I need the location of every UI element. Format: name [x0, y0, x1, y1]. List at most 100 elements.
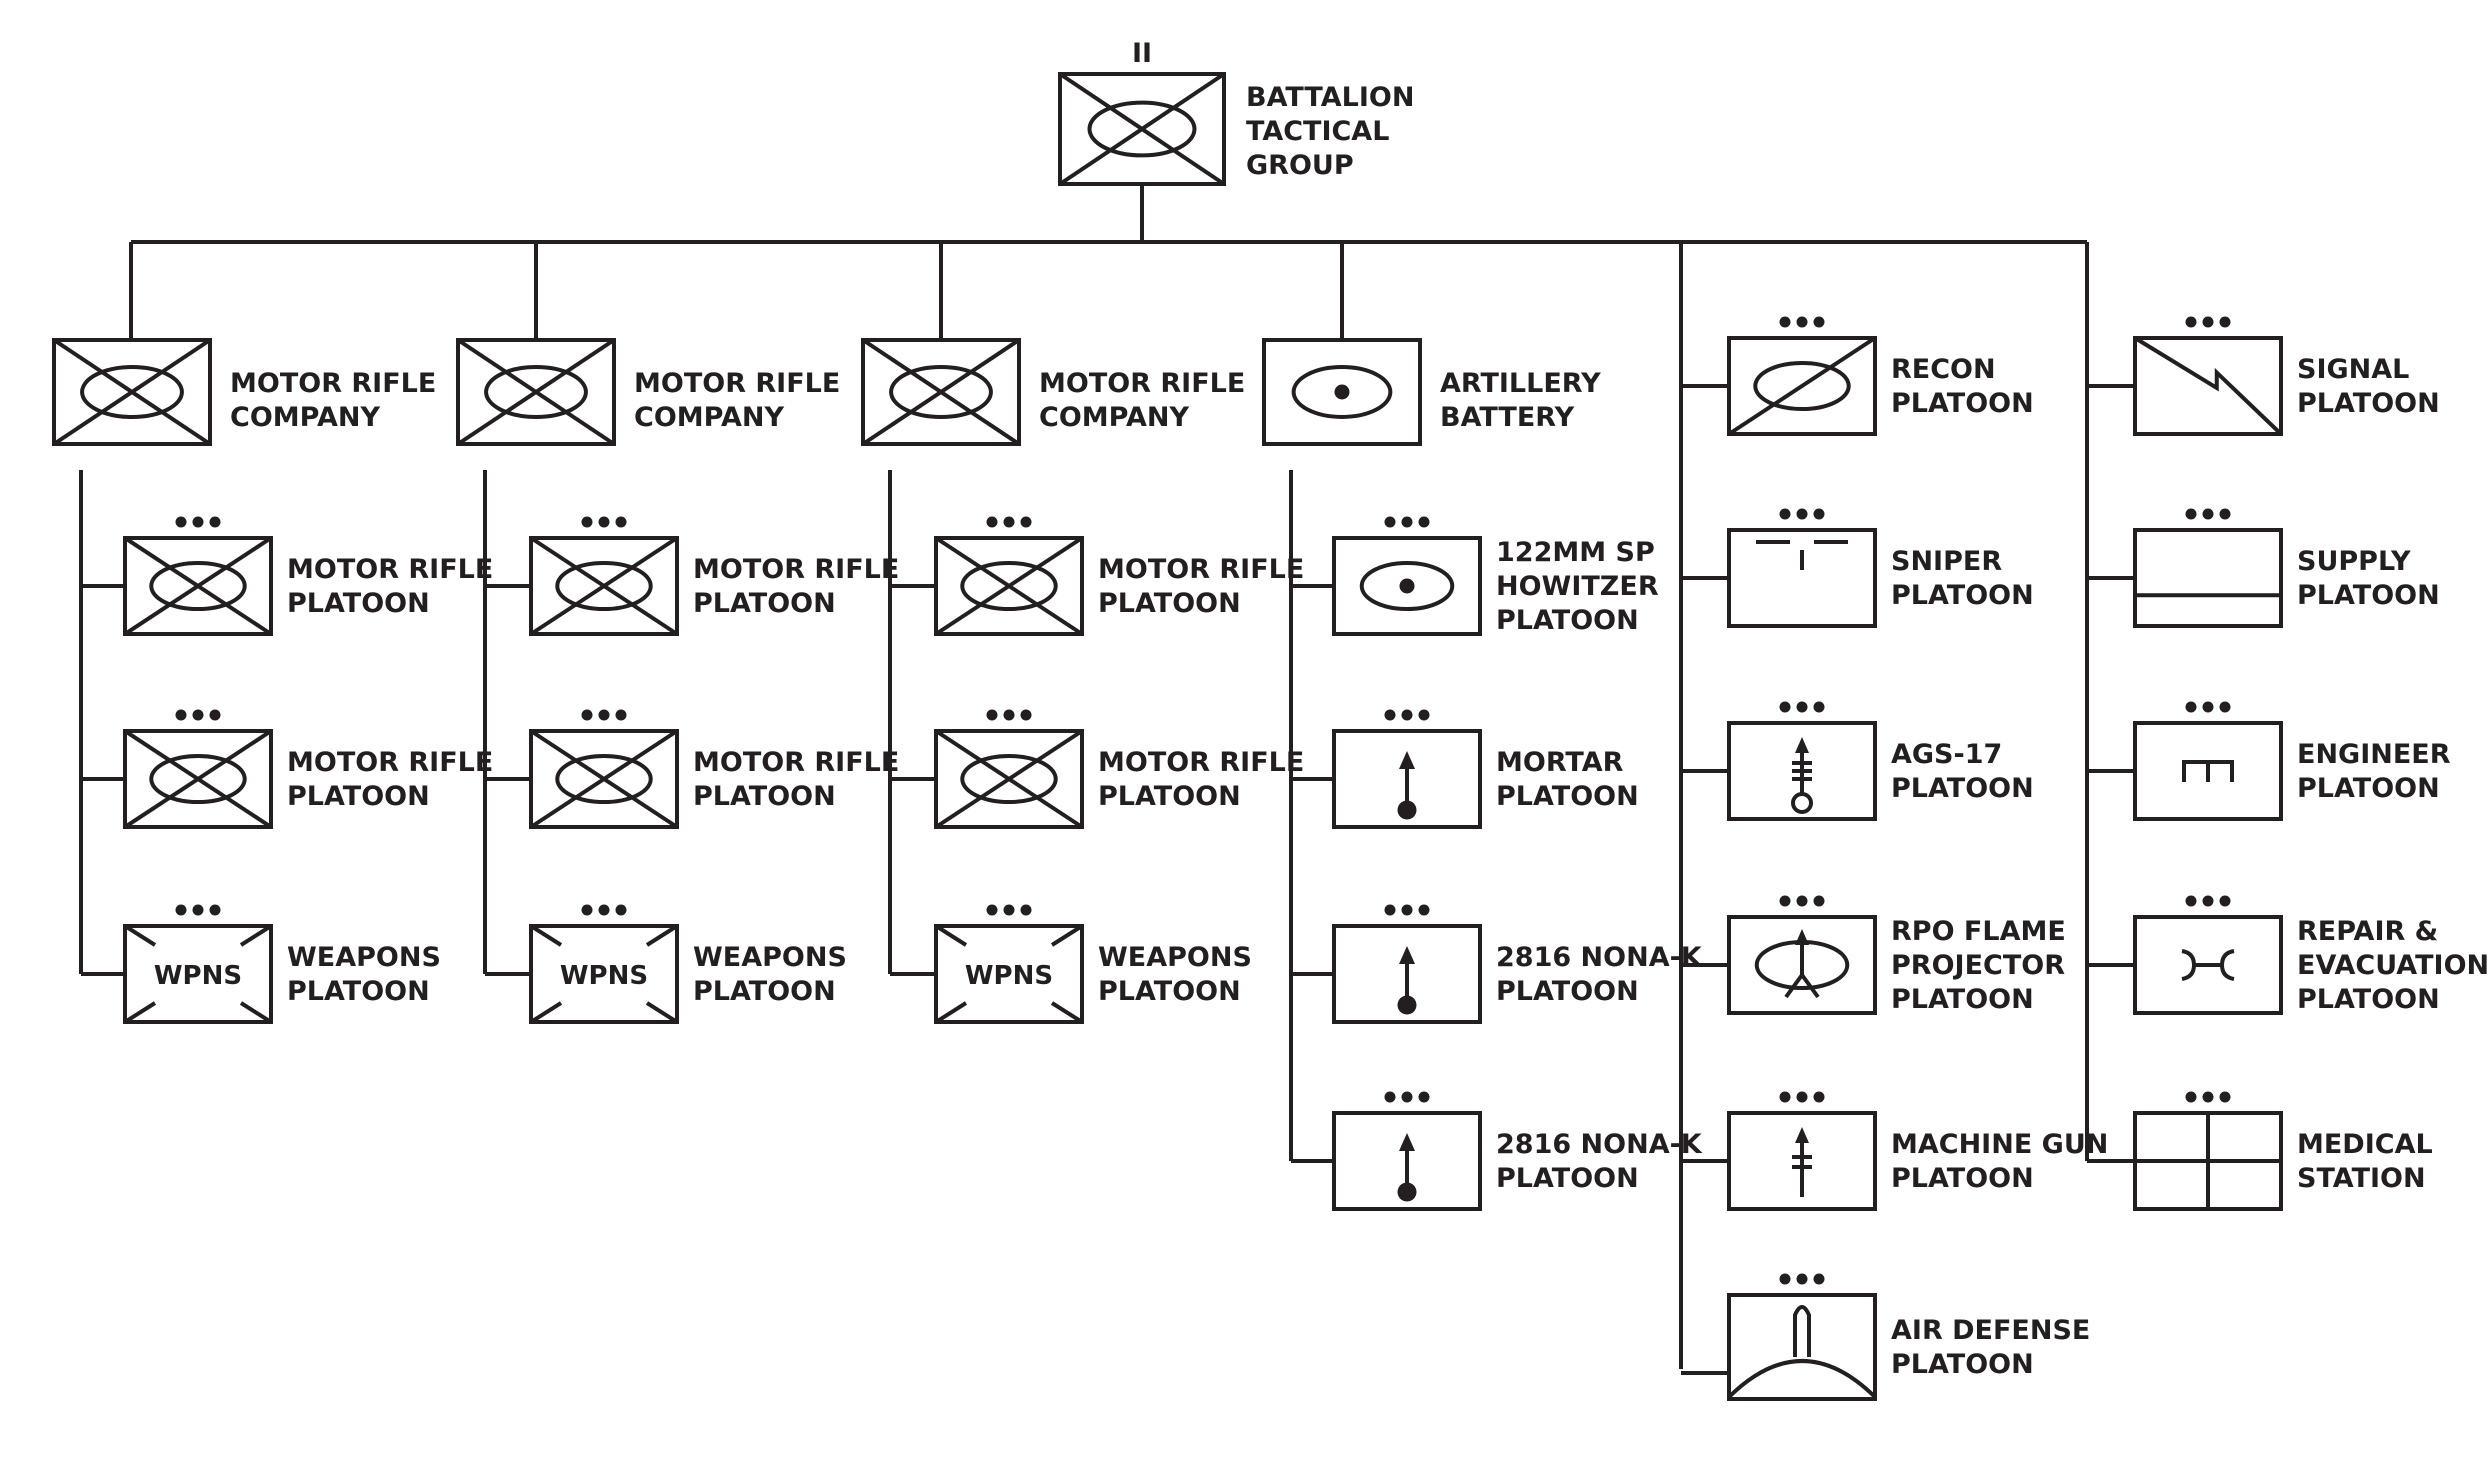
mortar-base [1397, 1182, 1417, 1202]
echelon-dot [1020, 516, 1032, 528]
airdefense-platoon-symbol [1727, 1273, 1877, 1401]
echelon-dot [1384, 1091, 1396, 1103]
mortar-arrowhead [1399, 1133, 1415, 1151]
echelon-dot [581, 904, 593, 916]
infantry-cross-line [934, 536, 1084, 636]
echelon-dot [1796, 895, 1808, 907]
infantry-cross-line [934, 729, 1084, 829]
echelon-dot [1418, 516, 1430, 528]
unit-label-line: HOWITZER [1496, 571, 1659, 602]
unit-label-line: 2816 NONA-K [1496, 1129, 1703, 1160]
platoon-echelon-dots [581, 904, 627, 916]
recon-diagonal [1727, 336, 1877, 436]
echelon-dot [615, 709, 627, 721]
infantry-cross-line [239, 924, 273, 947]
echelon-dot [2185, 316, 2197, 328]
unit-label-line: PLATOON [1496, 605, 1639, 636]
armor-oval [960, 560, 1058, 612]
unit-label-line: BATTERY [1440, 402, 1575, 433]
unit-label-line: WEAPONS [287, 942, 441, 973]
armor-oval [555, 560, 653, 612]
unit-label-line: AGS-17 [1891, 739, 2002, 770]
air-defense-dome [1727, 1359, 1877, 1399]
unit-label-line: PLATOON [1891, 1163, 2034, 1194]
grenade-launcher-arrowhead [1795, 737, 1809, 753]
unit-label-line: PLATOON [287, 976, 430, 1007]
armor-oval [1087, 100, 1197, 158]
infantry-cross-line [456, 338, 616, 446]
echelon-dot [175, 516, 187, 528]
infantry-cross-line [529, 924, 563, 947]
echelon-dot [2219, 508, 2231, 520]
unit-label-line: PLATOON [1098, 588, 1241, 619]
air-defense-missile [1793, 1305, 1811, 1357]
unit-label-line: ARTILLERY [1440, 368, 1601, 399]
platoon-echelon-dots [1384, 709, 1430, 721]
unit-label-line: PLATOON [1496, 1163, 1639, 1194]
unit-label-line: MOTOR RIFLE [287, 747, 493, 778]
armor-oval [149, 560, 247, 612]
platoon-echelon-dots [2185, 895, 2231, 907]
armor-oval [1753, 360, 1851, 412]
echelon-dot [2202, 1091, 2214, 1103]
mortar-platoon-symbol [1332, 709, 1482, 829]
armor-oval [555, 753, 653, 805]
echelon-dot [1401, 1091, 1413, 1103]
infantry-cross-line [1050, 1001, 1084, 1024]
echelon-dot [615, 904, 627, 916]
unit-label-line: 2816 NONA-K [1496, 942, 1703, 973]
unit-label-line: WEAPONS [1098, 942, 1252, 973]
echelon-dot [1401, 709, 1413, 721]
mortar-base [1397, 995, 1417, 1015]
unit-label-line: PLATOON [693, 781, 836, 812]
artillery-oval [1291, 365, 1393, 419]
unit-label-line: SNIPER [1891, 546, 2002, 577]
infantry-cross-line [1050, 924, 1084, 947]
echelon-dot [1813, 316, 1825, 328]
unit-label-line: MOTOR RIFLE [1098, 747, 1304, 778]
artillery-dot [1334, 384, 1350, 400]
echelon-dot [175, 709, 187, 721]
echelon-dot [2202, 701, 2214, 713]
infantry-platoon-symbol [123, 709, 273, 829]
echelon-dot [192, 516, 204, 528]
unit-label-line: PROJECTOR [1891, 950, 2065, 981]
infantry-platoon-symbol [529, 516, 679, 636]
echelon-dot [175, 904, 187, 916]
infantry-cross-line [123, 1001, 157, 1024]
platoon-echelon-dots [2185, 508, 2231, 520]
armor-oval [149, 753, 247, 805]
echelon-dot [1020, 709, 1032, 721]
infantry-platoon-symbol [934, 516, 1084, 636]
infantry-cross-line [123, 729, 273, 829]
infantry-cross-line [239, 1001, 273, 1024]
armor-oval [889, 365, 993, 419]
unit-label-line: PLATOON [2297, 984, 2440, 1015]
unit-label-line: PLATOON [2297, 388, 2440, 419]
echelon-dot [1779, 895, 1791, 907]
medical-platoon-symbol [2133, 1091, 2283, 1211]
unit-label-line: PLATOON [1891, 1349, 2034, 1380]
mortar-platoon-symbol [1332, 904, 1482, 1024]
unit-label-line: TACTICAL [1246, 116, 1389, 147]
flame-platoon-symbol [1727, 895, 1877, 1015]
unit-label-line: PLATOON [287, 588, 430, 619]
sniper-platoon-symbol [1727, 508, 1877, 628]
echelon-dot [1779, 701, 1791, 713]
echelon-dot [1003, 516, 1015, 528]
weapons-text: WPNS [965, 961, 1053, 991]
platoon-echelon-dots [1779, 316, 1825, 328]
echelon-dot [2185, 895, 2197, 907]
